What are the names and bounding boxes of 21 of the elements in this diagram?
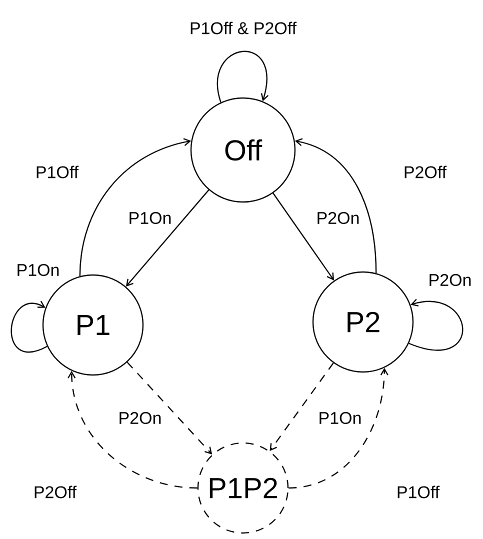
loop-arrow	[217, 50, 269, 102]
edge-label: P1On	[126, 210, 174, 226]
loop-arrow	[408, 298, 464, 351]
edge-label: P1Off	[394, 484, 442, 500]
arrow	[79, 138, 192, 276]
edge-label: P2Off	[32, 484, 78, 500]
edge-label: P2On	[116, 410, 164, 426]
loop-arrow	[10, 300, 48, 352]
edge-label: P1On	[316, 410, 364, 426]
dashed-arrow	[126, 362, 212, 454]
arrow	[272, 192, 334, 280]
edge-label: P2On	[314, 210, 362, 226]
arrow	[294, 138, 377, 274]
edge-label: P2Off	[402, 164, 448, 180]
dashed-arrow	[288, 368, 388, 489]
edge-label: P1Off	[34, 164, 80, 180]
dashed-arrow	[270, 362, 334, 452]
dashed-arrow	[68, 370, 198, 489]
arrow	[126, 190, 210, 287]
edge-label: P2On	[426, 272, 474, 288]
edge-label: P1Off & P2Off	[188, 20, 298, 36]
